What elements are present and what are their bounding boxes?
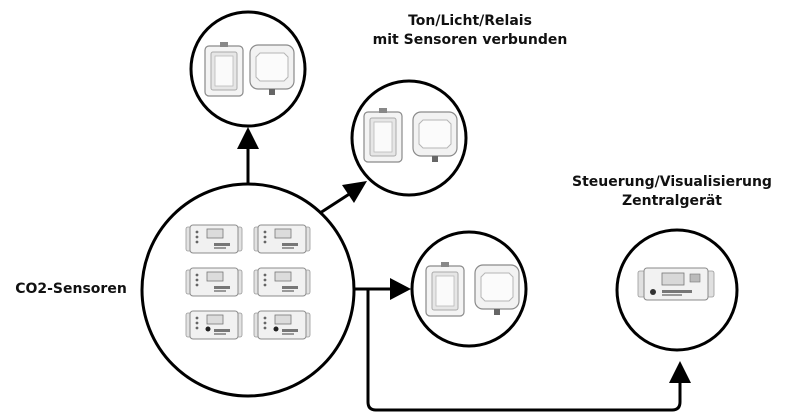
connection-lines	[246, 144, 682, 412]
output-devices-label-line1: Ton/Licht/Relais	[408, 13, 532, 29]
signal-box-icon	[474, 264, 520, 316]
output-device-group-middle	[350, 79, 468, 197]
relay-box-icon	[363, 107, 403, 163]
co2-sensor-icon	[185, 310, 243, 340]
arrow-icon	[237, 127, 259, 149]
relay-box-icon	[425, 261, 465, 317]
output-devices-label-line2: mit Sensoren verbunden	[372, 32, 568, 48]
co2-sensor-icon	[185, 224, 243, 254]
output-device-group-right	[410, 230, 528, 348]
signal-box-icon	[249, 44, 295, 96]
controller-icon	[637, 267, 715, 301]
relay-box-icon	[204, 41, 244, 97]
arrowheads	[237, 127, 691, 383]
co2-sensor-icon	[185, 267, 243, 297]
co2-sensor-icon	[253, 224, 311, 254]
connector-controller	[366, 287, 682, 412]
controller-group	[615, 228, 739, 352]
co2-sensor-icon	[253, 267, 311, 297]
arrow-icon	[342, 181, 367, 203]
co2-sensor-group	[140, 182, 356, 398]
controller-label: Steuerung/Visualisierung Zentralgerät	[556, 173, 788, 211]
connector-diagonal	[318, 189, 356, 215]
arrow-icon	[390, 278, 411, 300]
signal-box-icon	[412, 111, 458, 163]
sensors-label: CO2-Sensoren	[15, 281, 127, 297]
output-devices-label: Ton/Licht/Relais mit Sensoren verbunden	[360, 12, 580, 50]
output-device-group-top	[189, 10, 307, 128]
controller-label-line2: Zentralgerät	[621, 193, 723, 209]
controller-label-line1: Steuerung/Visualisierung	[572, 174, 772, 190]
arrow-icon	[669, 361, 691, 383]
co2-sensor-icon	[253, 310, 311, 340]
